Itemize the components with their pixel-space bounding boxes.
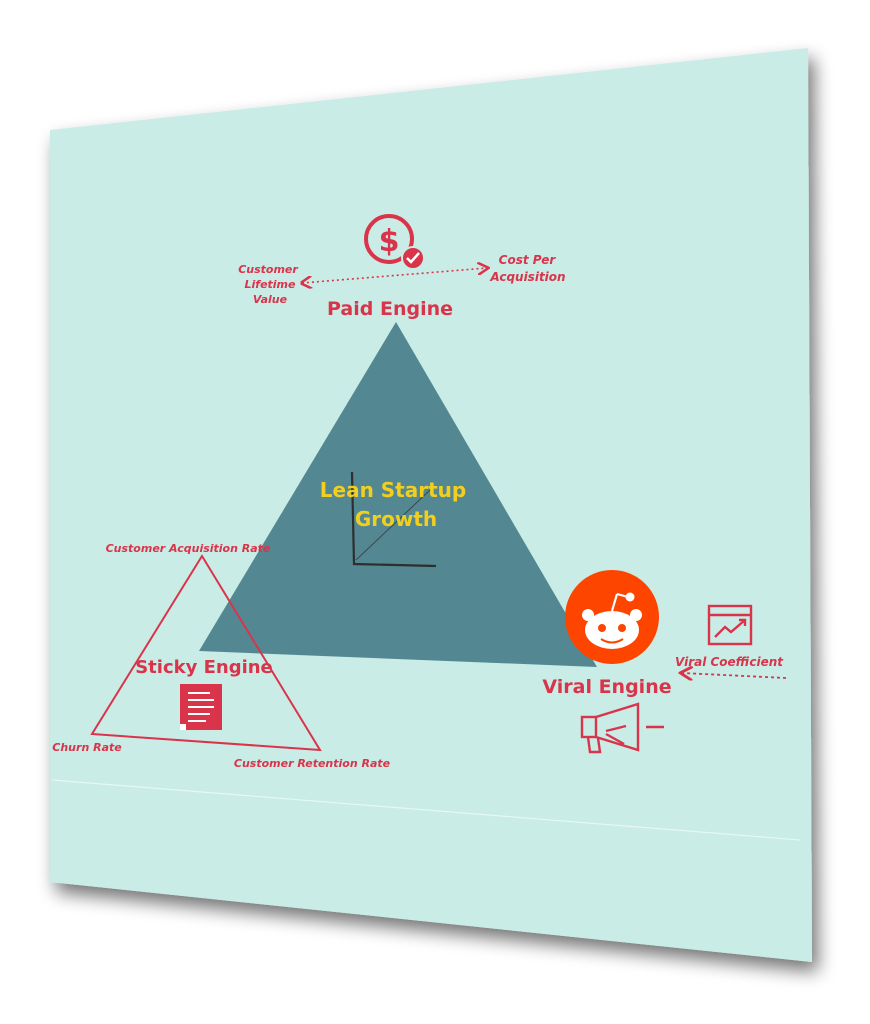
growth-axes [350, 471, 437, 568]
paid-left-metric-1: Customer [238, 263, 298, 276]
sticky-engine-title: Sticky Engine [135, 657, 273, 678]
sticky-right-metric: Customer Retention Rate [234, 757, 391, 770]
paid-engine-title: Paid Engine [327, 298, 453, 320]
paid-left-metric-3: Value [253, 293, 288, 306]
reddit-icon [565, 570, 659, 664]
paid-right-metric-2: Acquisition [489, 270, 565, 284]
document-list-icon [180, 684, 222, 730]
sticky-top-metric: Customer Acquisition Rate [106, 542, 271, 555]
paid-right-metric-1: Cost Per [499, 253, 557, 267]
growth-chart-icon [707, 604, 753, 646]
viral-engine-title: Viral Engine [542, 676, 671, 698]
main-pyramid [199, 322, 597, 667]
paid-left-metric-2: Lifetime [245, 278, 297, 291]
viral-metric: Viral Coefficient [675, 655, 784, 669]
center-title-line2: Growth [355, 507, 437, 531]
paid-arrow [302, 268, 487, 283]
megaphone-icon [580, 702, 664, 754]
svg-text:$: $ [379, 224, 400, 259]
sticky-left-metric: Churn Rate [52, 741, 122, 754]
sticky-triangle [90, 554, 322, 752]
board-divider [51, 779, 801, 841]
center-title-line1: Lean Startup [320, 478, 466, 502]
viral-arrow [682, 673, 787, 678]
